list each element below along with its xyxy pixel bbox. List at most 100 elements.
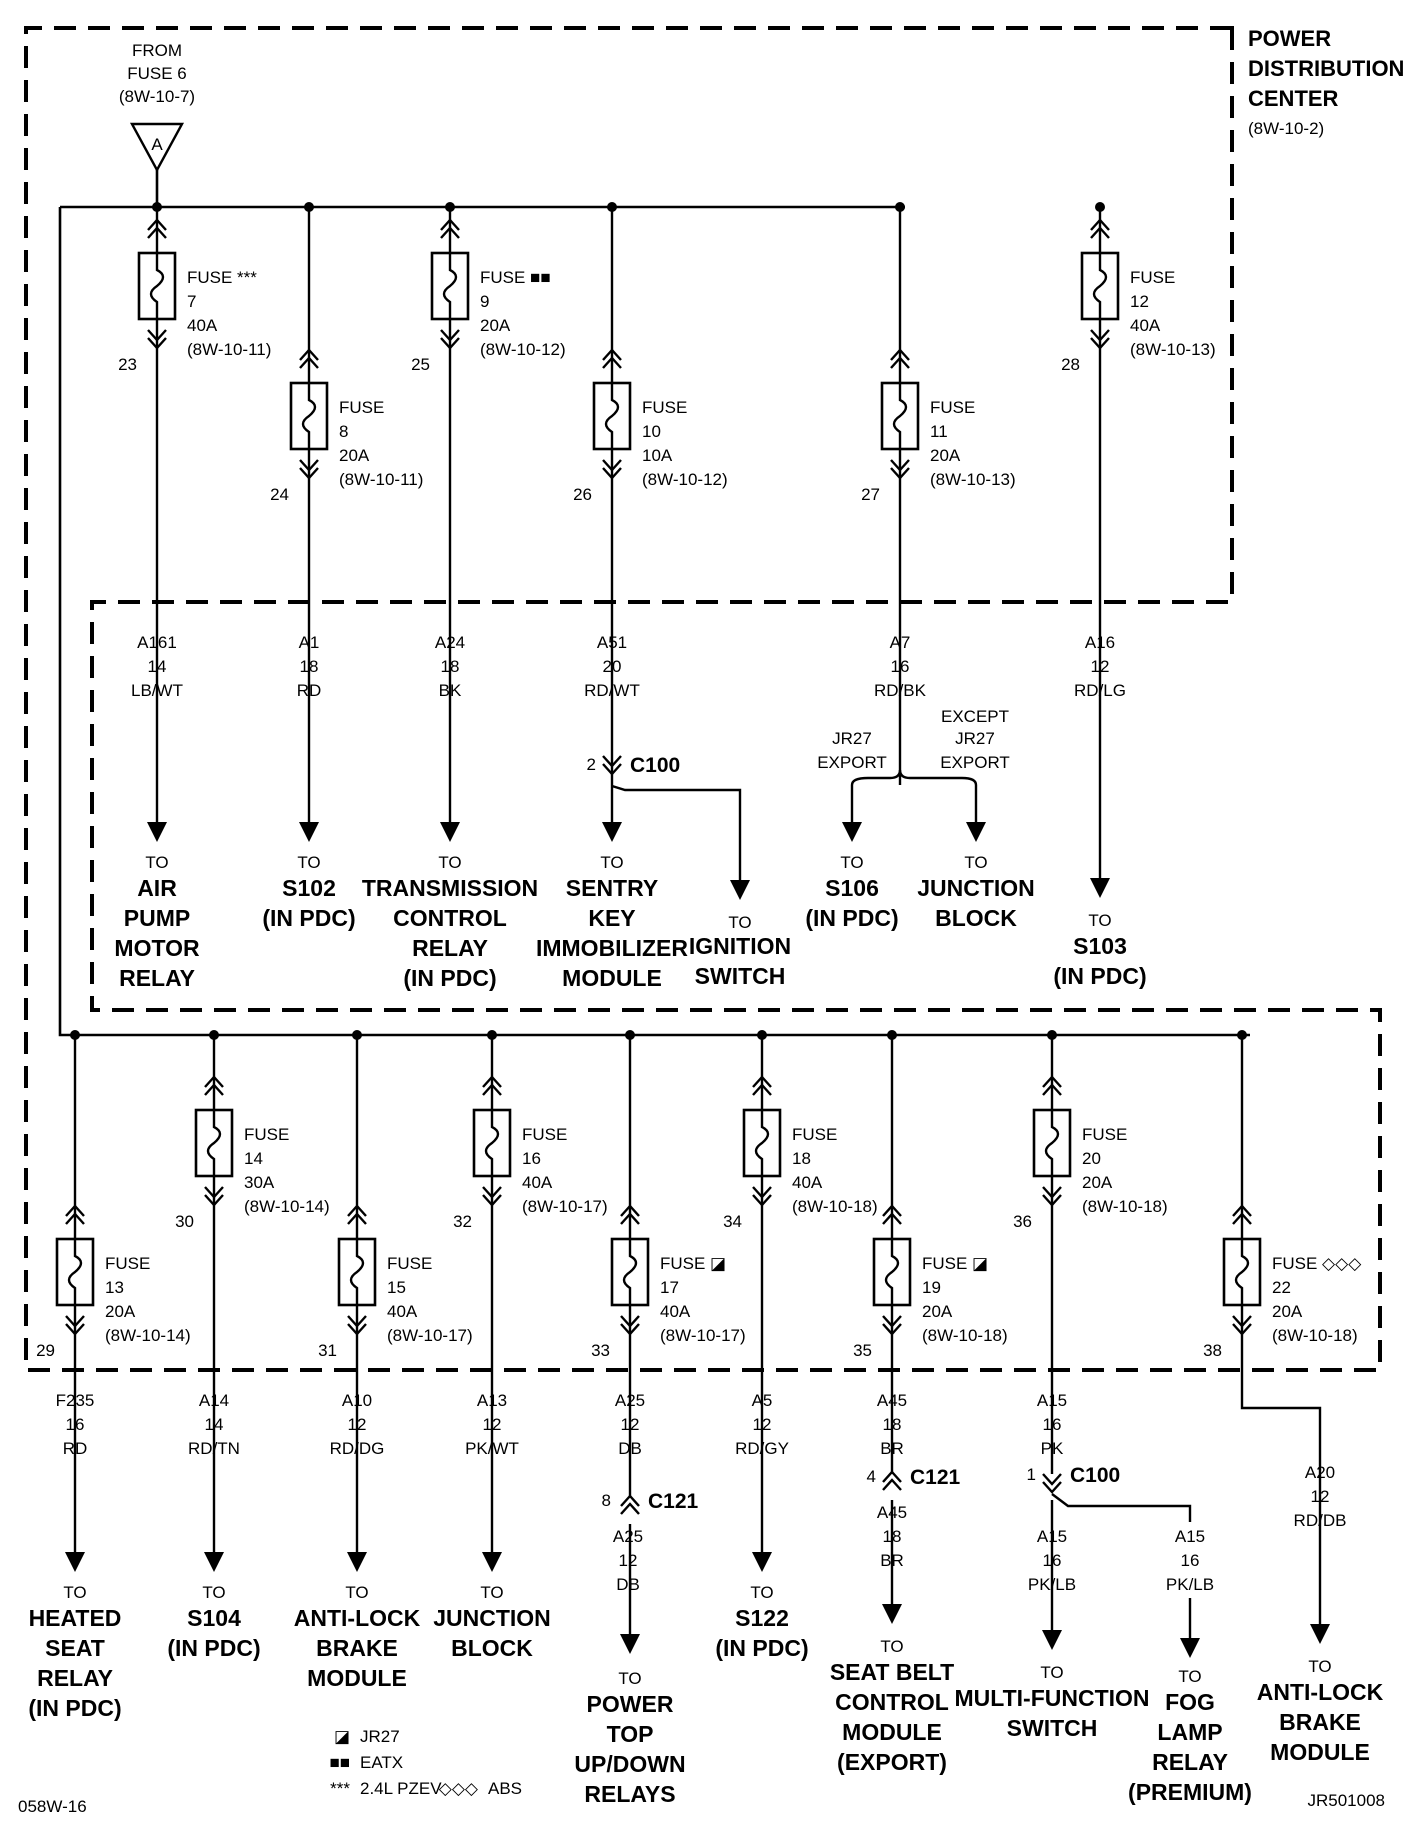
f12-pin: 28 <box>1061 355 1080 374</box>
source-label-2: FUSE 6 <box>127 64 187 83</box>
f16-element <box>484 1110 500 1176</box>
f18-dest-0: S122 <box>735 1605 789 1631</box>
f19-to: TO <box>880 1637 903 1656</box>
f10-wire-code-1: 20 <box>603 657 622 676</box>
f12-label-1: 12 <box>1130 292 1149 311</box>
f8-wire-code-2: RD <box>297 681 322 700</box>
f11-to: TO <box>840 853 863 872</box>
f18-label-3: (8W-10-18) <box>792 1197 878 1216</box>
f18-arrow <box>752 1552 772 1572</box>
f10-pin: 26 <box>573 485 592 504</box>
f13-dest-0: HEATED <box>29 1605 122 1631</box>
f12-upper-chevron <box>1090 218 1110 239</box>
except-label-1: EXCEPT <box>941 707 1009 726</box>
c121b-label: C121 <box>910 1466 961 1489</box>
f18-wire-code-2: RD/GY <box>735 1439 789 1458</box>
fuse-group-f13: FUSE1320A(8W-10-14)29F23516RDTOHEATEDSEA… <box>28 1030 191 1721</box>
f20-wire-code-0: A15 <box>1037 1391 1067 1410</box>
f11-pin: 27 <box>861 485 880 504</box>
f16-wire-code-1: 12 <box>483 1415 502 1434</box>
pdc-label-1: POWER <box>1248 26 1331 51</box>
f14-to: TO <box>202 1583 225 1602</box>
bottom-fuses: FUSE1320A(8W-10-14)29F23516RDTOHEATEDSEA… <box>28 1030 1384 1807</box>
c121a-pin: 8 <box>602 1491 611 1510</box>
f15-pin: 31 <box>318 1341 337 1360</box>
source-connector: FROM FUSE 6 (8W-10-7) A <box>119 41 195 173</box>
f9-to: TO <box>438 853 461 872</box>
legend-text-jr27: JR27 <box>360 1727 400 1746</box>
f14-pin: 30 <box>175 1212 194 1231</box>
f20-dest-1: SWITCH <box>1007 1715 1098 1741</box>
f7-arrow <box>147 822 167 842</box>
f9-wire-code-2: BK <box>439 681 462 700</box>
dest-fog-3: RELAY <box>1152 1749 1228 1775</box>
f22-arrow <box>1310 1624 1330 1644</box>
f17-wire-code-1: 12 <box>621 1415 640 1434</box>
legend-symbol-eatx: ■■ <box>329 1753 350 1772</box>
f16-label-1: 16 <box>522 1149 541 1168</box>
legend-symbol-pzev: *** <box>330 1779 350 1798</box>
f7-label-3: (8W-10-11) <box>187 340 271 359</box>
f12-label-3: (8W-10-13) <box>1130 340 1216 359</box>
buses <box>58 170 1250 1037</box>
fuse-group-f20: FUSE2020A(8W-10-18)36A1516PKTOMULTI-FUNC… <box>954 1030 1168 1741</box>
f14-wire-code-1: 14 <box>205 1415 224 1434</box>
f12-dest-1: (IN PDC) <box>1053 963 1146 989</box>
f14-label-1: 14 <box>244 1149 263 1168</box>
arrow-s106 <box>842 822 862 842</box>
f7-dest-0: AIR <box>137 875 177 901</box>
f17-dest-1: TOP <box>607 1721 654 1747</box>
f20-dest-0: MULTI-FUNCTION <box>954 1685 1149 1711</box>
source-triangle <box>129 122 185 173</box>
f16-upper-chevron <box>482 1075 502 1096</box>
f13-label-3: (8W-10-14) <box>105 1326 191 1345</box>
f7-label-0: FUSE *** <box>187 268 257 287</box>
dest-ignition-2: SWITCH <box>695 963 786 989</box>
f11-dest-1: (IN PDC) <box>805 905 898 931</box>
f15-lower-chevron <box>347 1315 367 1336</box>
f17-wire-code-2: DB <box>618 1439 642 1458</box>
f17-label-3: (8W-10-17) <box>660 1326 746 1345</box>
f14-dest-1: (IN PDC) <box>167 1635 260 1661</box>
f9-element <box>442 253 458 319</box>
f15-dest-1: BRAKE <box>316 1635 398 1661</box>
f18-wire-code-0: A5 <box>752 1391 773 1410</box>
f8-label-2: 20A <box>339 446 370 465</box>
f8-upper-chevron <box>299 348 319 369</box>
f11-dest-0: S106 <box>825 875 879 901</box>
fuse-group-f9: FUSE ■■920A(8W-10-12)25A2418BKTOTRANSMIS… <box>362 202 566 991</box>
f22-lower-chevron <box>1232 1315 1252 1336</box>
a15-right-3: PK/LB <box>1166 1575 1214 1594</box>
f9-dest-2: RELAY <box>412 935 488 961</box>
f9-label-2: 20A <box>480 316 511 335</box>
f9-dest-1: CONTROL <box>393 905 507 931</box>
f8-label-3: (8W-10-11) <box>339 470 423 489</box>
f15-arrow <box>347 1552 367 1572</box>
c100-top-pin: 2 <box>587 755 596 774</box>
top-extras: 2 C100 TO IGNITION SWITCH JR27 EXPORT EX… <box>587 707 1035 989</box>
jr27-label-2: EXPORT <box>817 753 887 772</box>
to-junction-top: TO <box>964 853 987 872</box>
pdc-label: POWER DISTRIBUTION CENTER (8W-10-2) <box>1248 26 1404 138</box>
arrow-ignition <box>730 880 750 900</box>
f13-wire-code-2: RD <box>63 1439 88 1458</box>
fuse-group-f11: FUSE1120A(8W-10-13)27A716RD/BKTOS106(IN … <box>805 202 1016 931</box>
f14-arrow <box>204 1552 224 1572</box>
f17-dest-0: POWER <box>587 1691 674 1717</box>
fuse-group-f17: FUSE ◪1740A(8W-10-17)33A2512DBTOPOWERTOP… <box>574 1030 746 1807</box>
except-label-3: EXPORT <box>940 753 1010 772</box>
f20-label-2: 20A <box>1082 1173 1113 1192</box>
f8-wire-code-1: 18 <box>300 657 319 676</box>
top-fuses: FUSE ***740A(8W-10-11)23A16114LB/WTTOAIR… <box>114 202 1216 991</box>
f7-label-1: 7 <box>187 292 196 311</box>
f13-to: TO <box>63 1583 86 1602</box>
f22-label-3: (8W-10-18) <box>1272 1326 1358 1345</box>
a25-after-3: DB <box>616 1575 640 1594</box>
f15-dest-0: ANTI-LOCK <box>294 1605 421 1631</box>
legend-text-eatx: EATX <box>360 1753 403 1772</box>
a15-right-1: A15 <box>1175 1527 1205 1546</box>
f19-label-3: (8W-10-18) <box>922 1326 1008 1345</box>
f12-wire-code-1: 12 <box>1091 657 1110 676</box>
